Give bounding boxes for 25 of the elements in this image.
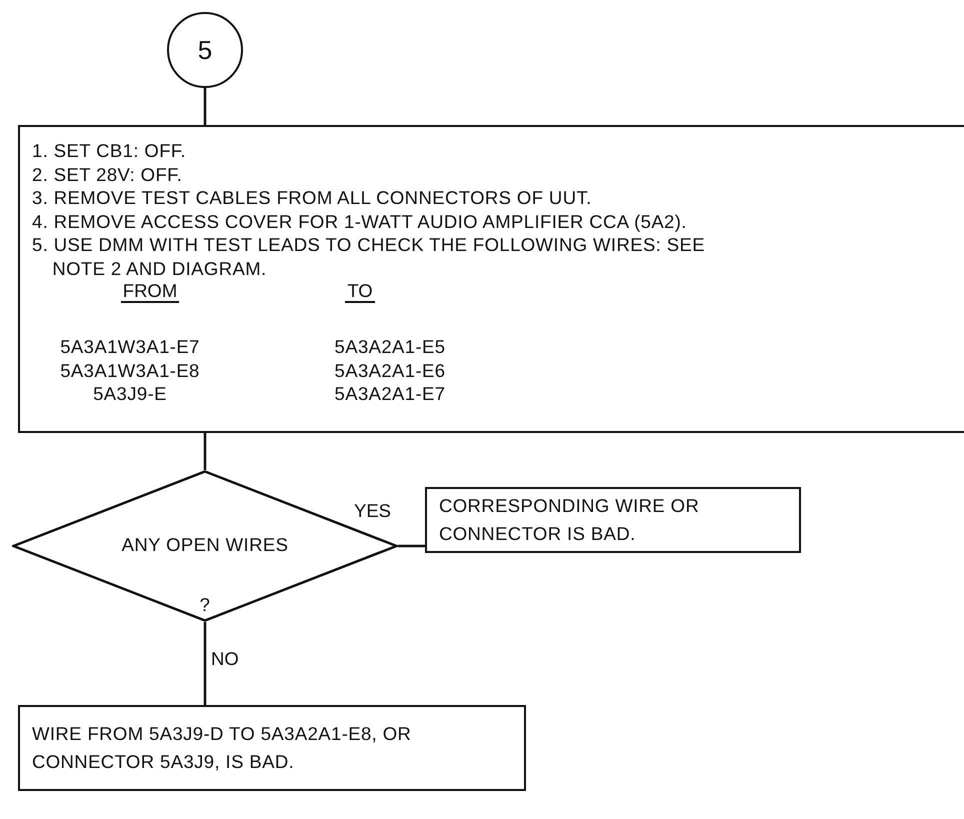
connector-line [204, 88, 206, 125]
wire-endpoint: 5A3A2A1-E7 [334, 382, 446, 406]
process-box [425, 487, 801, 553]
instruction-step: 2. SET 28V: OFF. [32, 162, 182, 186]
process-box [18, 125, 964, 433]
connector-line [204, 433, 206, 470]
column-header: FROM [120, 279, 180, 302]
decision-text: ANY OPEN WIRES [120, 534, 290, 556]
wire-endpoint: 5A3A2A1-E5 [334, 335, 446, 358]
decision-text: ? [198, 594, 212, 616]
result-text: WIRE FROM 5A3J9-D TO 5A3A2A1-E8, OR CONNECTOR 5A3J9, IS BAD. [32, 722, 412, 774]
column-header: TO [344, 279, 376, 302]
result-text: CORRESPONDING WIRE OR CONNECTOR IS BAD. [439, 494, 700, 546]
instruction-step: 1. SET CB1: OFF. [32, 139, 186, 162]
connector-line [204, 622, 206, 705]
wire-endpoint: 5A3A2A1-E6 [334, 358, 446, 382]
wire-endpoint: 5A3J9-E [92, 382, 168, 406]
connector-line [398, 544, 425, 548]
wire-endpoint: 5A3A1W3A1-E7 [59, 335, 201, 358]
instruction-step: 5. USE DMM WITH TEST LEADS TO CHECK THE FOLLOWING WIRES: SEE NOTE 2 AND DIAGRAM. [32, 233, 742, 280]
instruction-step: 3. REMOVE TEST CABLES FROM ALL CONNECTORS OF UUT. [32, 186, 592, 210]
wire-endpoint: 5A3A1W3A1-E8 [59, 358, 201, 382]
instruction-step: 4. REMOVE ACCESS COVER FOR 1-WATT AUDIO AMPLIFIER CCA (5A2). [32, 210, 687, 233]
process-box [18, 705, 526, 791]
step-number: 5 [196, 34, 214, 66]
